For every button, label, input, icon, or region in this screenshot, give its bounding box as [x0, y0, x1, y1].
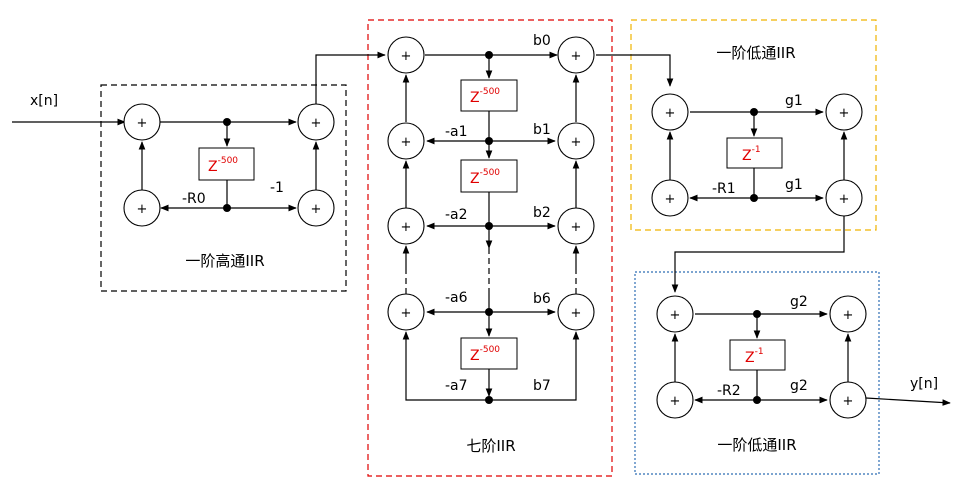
adder-symbol: + [839, 106, 850, 121]
section-title: 一阶低通IIR [716, 44, 795, 62]
adder-symbol: + [670, 308, 681, 323]
adder-node [557, 36, 595, 74]
lowpass2-section: + + + + Z-1 g2 g2 -R2 一阶低通IIR [656, 294, 867, 454]
adder-symbol: + [137, 202, 148, 217]
adder-node [651, 179, 689, 217]
adder-node [387, 122, 425, 160]
delay-label: Z-1 [745, 347, 764, 366]
feedback-coefficient: -a1 [445, 124, 468, 140]
feedforward-coefficient: g2 [790, 378, 808, 394]
adder-node [829, 381, 867, 419]
adder-symbol: + [571, 306, 582, 321]
input-label: x[n] [30, 93, 58, 109]
feedback-coefficient: -R2 [717, 383, 741, 399]
adder-node [829, 295, 867, 333]
adder-symbol: + [401, 135, 412, 150]
adder-node [651, 93, 689, 131]
adder-node [557, 122, 595, 160]
delay-block [460, 159, 518, 193]
adder-symbol: + [311, 116, 322, 131]
delay-label: Z-500 [208, 156, 238, 175]
adder-node [387, 36, 425, 74]
adder-symbol: + [843, 394, 854, 409]
adder-node [387, 293, 425, 331]
lowpass1-section: + + + + Z-1 g1 g1 -R1 一阶低通IIR [651, 44, 863, 293]
adder-symbol: + [401, 49, 412, 64]
adder-node [656, 295, 694, 333]
section-title: 一阶高通IIR [185, 252, 264, 270]
adder-symbol: + [839, 192, 850, 207]
adder-node [123, 189, 161, 227]
highpass-frame [100, 84, 347, 292]
adder-node [123, 103, 161, 141]
adder-symbol: + [137, 116, 148, 131]
adder-symbol: + [571, 220, 582, 235]
adder-node [825, 93, 863, 131]
feedforward-coefficient: g1 [785, 177, 803, 193]
delay-label: Z-500 [470, 87, 500, 106]
adder-symbol: + [571, 135, 582, 150]
section-title: 一阶低通IIR [717, 436, 796, 454]
adder-symbol: + [311, 202, 322, 217]
adder-node [297, 189, 335, 227]
section-title: 七阶IIR [466, 437, 515, 455]
adder-symbol: + [401, 220, 412, 235]
feedforward-coefficient: b1 [533, 122, 551, 138]
feedback-coefficient: -a6 [445, 290, 468, 306]
seventh-order-section: + + + + + + + + Z-500 Z-500 Z-500 b0 b1 … [387, 33, 674, 455]
adder-node [656, 381, 694, 419]
feedforward-coefficient: b0 [533, 33, 551, 49]
delay-label: Z-500 [470, 168, 500, 187]
seventh-order-frame [367, 19, 613, 477]
output-label: y[n] [910, 376, 938, 392]
feedback-coefficient: -a7 [445, 378, 468, 394]
adder-symbol: + [843, 308, 854, 323]
delay-block [460, 337, 518, 370]
feedforward-coefficient: g2 [790, 294, 808, 310]
adder-node [557, 207, 595, 245]
delay-label: Z-500 [470, 345, 500, 364]
delay-block [729, 339, 786, 371]
feedforward-coefficient: b7 [533, 378, 551, 394]
feedback-coefficient: -R1 [712, 181, 736, 197]
feedforward-coefficient: b6 [533, 291, 551, 307]
feedback-coefficient: -a2 [445, 207, 468, 223]
feedforward-coefficient: g1 [785, 93, 803, 109]
feedback-coefficient: -R0 [182, 191, 206, 207]
delay-block [198, 147, 255, 181]
adder-node [825, 179, 863, 217]
feedforward-coefficient: b2 [533, 205, 551, 221]
adder-symbol: + [401, 306, 412, 321]
delay-label: Z-1 [742, 145, 761, 164]
lowpass2-frame [634, 271, 880, 475]
delay-block [460, 79, 518, 112]
adder-symbol: + [571, 49, 582, 64]
adder-symbol: + [670, 394, 681, 409]
output-arrow [865, 397, 951, 406]
adder-node [387, 207, 425, 245]
feedforward-coefficient: -1 [270, 180, 284, 196]
delay-block [726, 137, 783, 169]
lowpass1-frame [630, 19, 877, 231]
adder-node [557, 293, 595, 331]
adder-symbol: + [665, 106, 676, 121]
highpass-section: + + + + Z-500 -R0 -1 一阶高通IIR [123, 51, 386, 270]
adder-symbol: + [665, 192, 676, 207]
adder-node [297, 103, 335, 141]
